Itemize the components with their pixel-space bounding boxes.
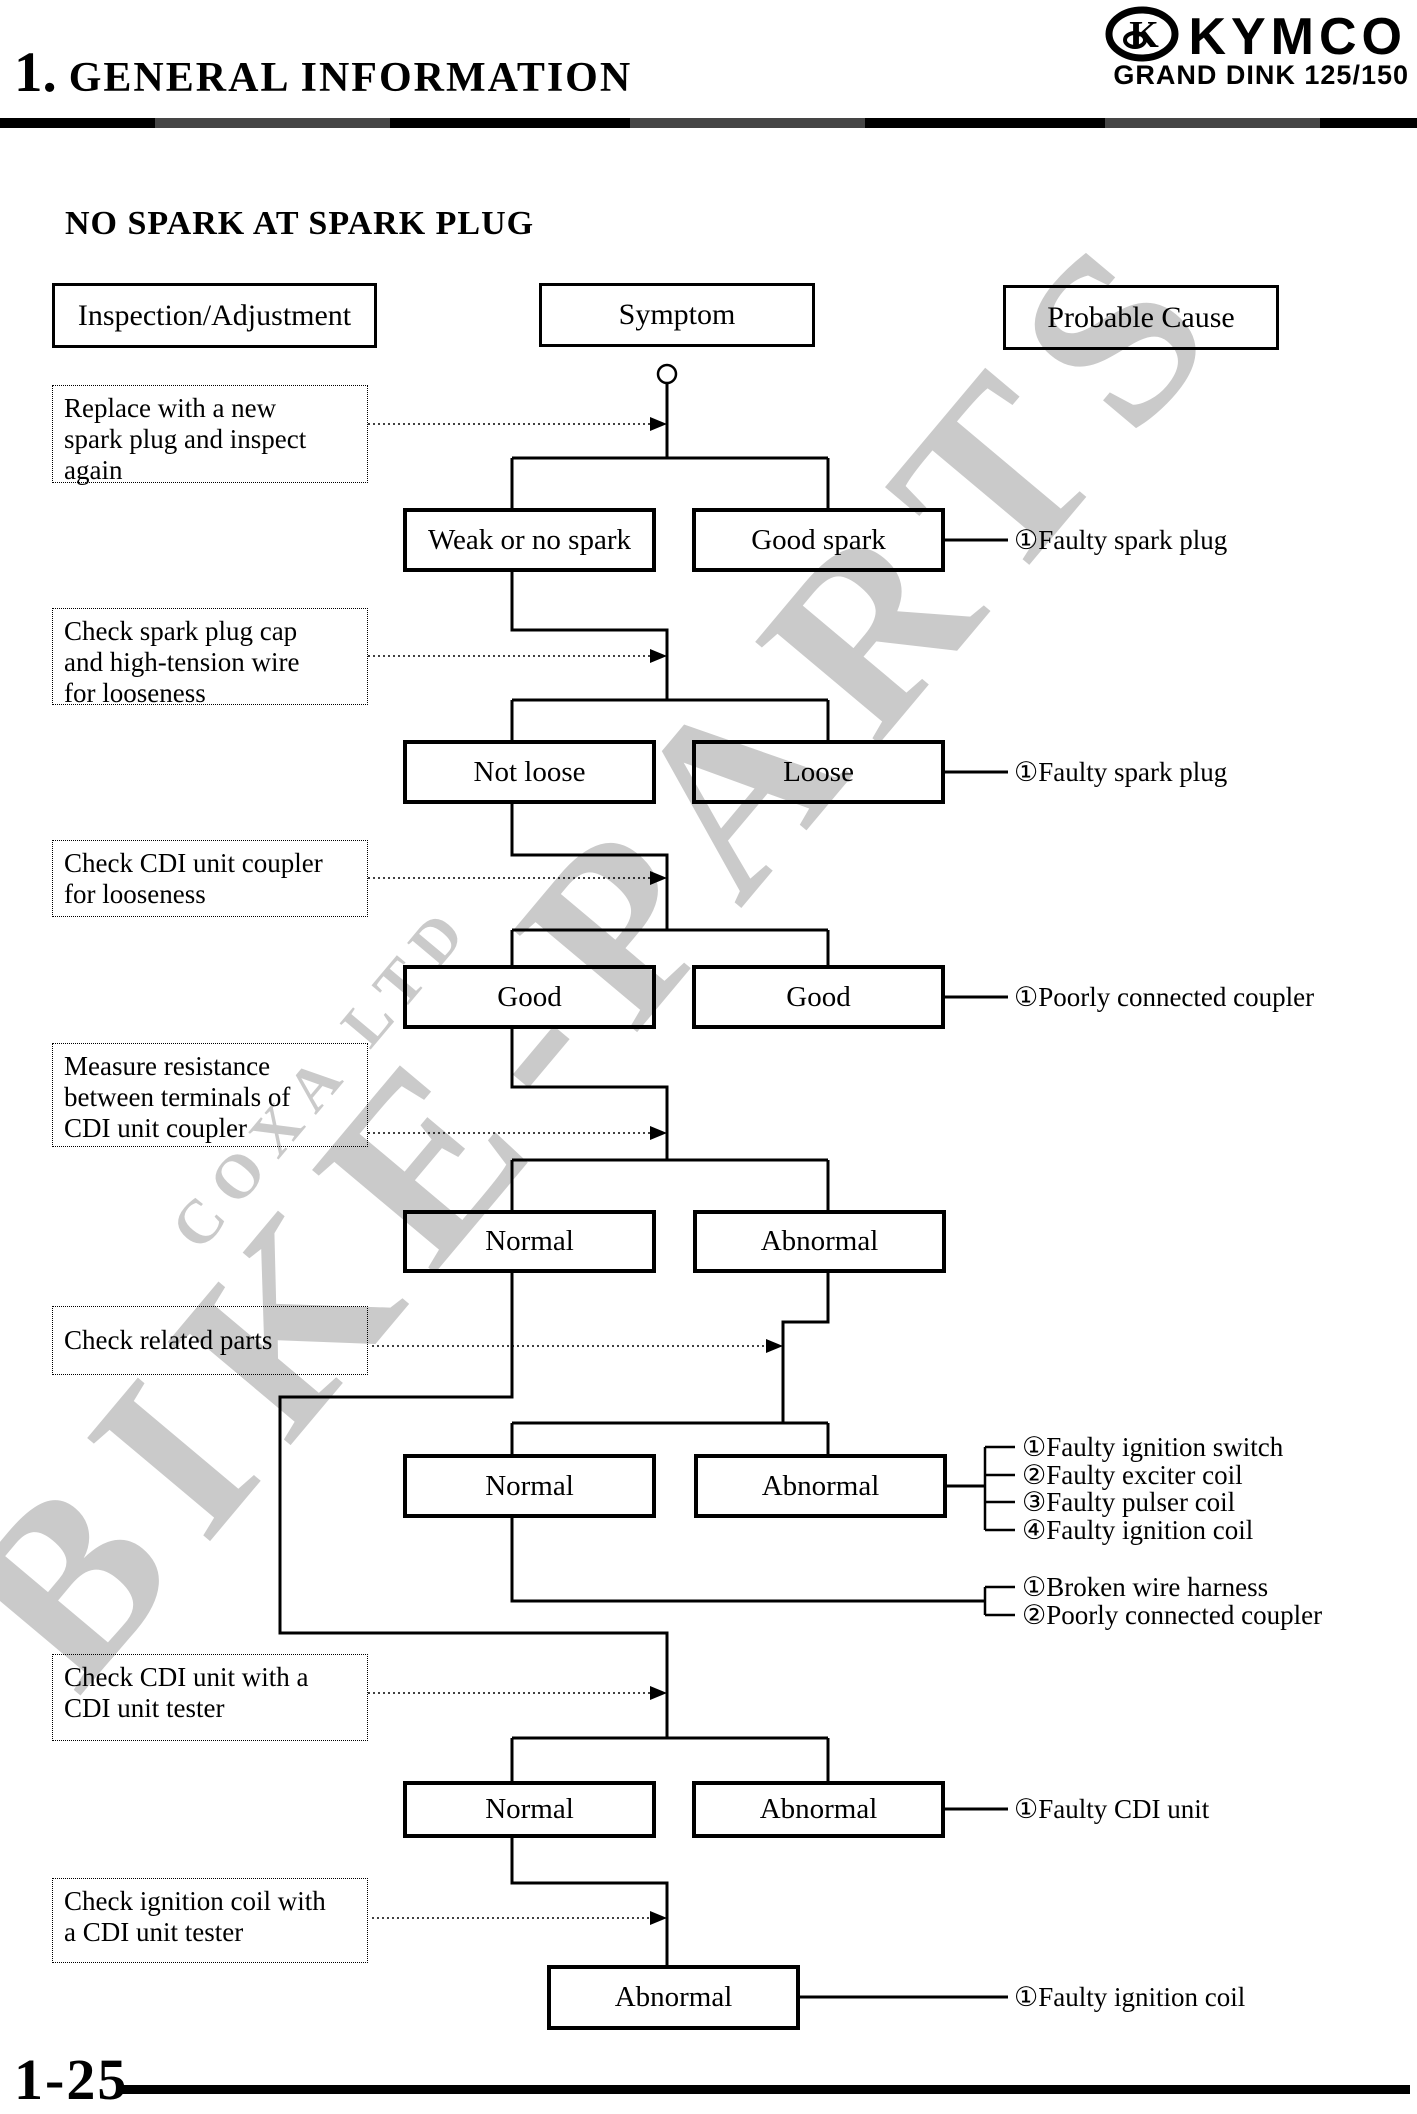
brand-name: KYMCO (1188, 7, 1407, 66)
section-number: 1. (14, 41, 57, 104)
symptom-box-normal-resistance: Normal (403, 1210, 656, 1273)
cause-brackets (983, 1445, 1015, 1617)
dashed-arrows (368, 423, 766, 1919)
column-header-probable-cause: Probable Cause (1003, 285, 1279, 350)
brand-logo: K KYMCO (1104, 6, 1407, 67)
symptom-box-normal-related: Normal (403, 1454, 656, 1518)
symptom-box-loose: Loose (692, 740, 945, 804)
header-divider (0, 118, 1417, 128)
footer-rule (116, 2085, 1410, 2094)
symptom-box-abnormal-ignition-coil: Abnormal (547, 1965, 800, 2030)
symptom-box-not-loose: Not loose (403, 740, 656, 804)
section-name: GENERAL INFORMATION (68, 55, 633, 101)
inspection-box-check-cdi: Check CDI unit with a CDI unit tester (52, 1654, 368, 1741)
cause-faulty-ignition-coil: ①Faulty ignition coil (1014, 1982, 1246, 2012)
cause-faulty-ignition-switch: ①Faulty ignition switch (1022, 1432, 1284, 1462)
model-name: GRAND DINK 125/150 (1113, 60, 1409, 90)
symptom-box-weak-or-no-spark: Weak or no spark (403, 508, 656, 572)
cause-faulty-spark-plug-1: ①Faulty spark plug (1014, 525, 1228, 555)
flow-tree-lines (278, 383, 1008, 1999)
column-header-inspection: Inspection/Adjustment (52, 283, 377, 348)
column-header-symptom: Symptom (539, 283, 815, 347)
inspection-box-check-related: Check related parts (52, 1306, 368, 1375)
cause-faulty-pulser-coil: ③Faulty pulser coil (1022, 1487, 1236, 1517)
symptom-box-good-left: Good (403, 965, 656, 1029)
arrowhead-icons (650, 417, 783, 1925)
kymco-logo-icon: K (1104, 6, 1180, 67)
cause-faulty-cdi-unit: ①Faulty CDI unit (1014, 1794, 1210, 1824)
inspection-box-check-cap: Check spark plug cap and high-tension wi… (52, 608, 368, 708)
section-title: 1.GENERAL INFORMATION (14, 40, 632, 105)
cause-broken-wire-harness: ①Broken wire harness (1022, 1572, 1269, 1602)
page-heading: NO SPARK AT SPARK PLUG (65, 205, 535, 242)
symptom-box-abnormal-cdi: Abnormal (692, 1781, 945, 1838)
symptom-box-abnormal-resistance: Abnormal (693, 1210, 946, 1273)
flow-start-circle (656, 363, 678, 385)
inspection-box-check-ignition-coil: Check ignition coil with a CDI unit test… (52, 1878, 368, 1963)
page-number: 1-25 (14, 2047, 129, 2112)
symptom-box-normal-cdi: Normal (403, 1781, 656, 1838)
cause-faulty-ignition-coil-related: ④Faulty ignition coil (1022, 1515, 1254, 1545)
cause-poorly-connected-coupler-2: ②Poorly connected coupler (1022, 1600, 1323, 1630)
inspection-box-replace-plug: Replace with a new spark plug and inspec… (52, 385, 368, 485)
symptom-box-good-right: Good (692, 965, 945, 1029)
symptom-box-good-spark: Good spark (692, 508, 945, 572)
inspection-box-check-coupler: Check CDI unit coupler for looseness (52, 840, 368, 917)
cause-faulty-exciter-coil: ②Faulty exciter coil (1022, 1460, 1243, 1490)
cause-poorly-connected-coupler: ①Poorly connected coupler (1014, 982, 1315, 1012)
inspection-box-measure-resistance: Measure resistance between terminals of … (52, 1043, 368, 1147)
cause-faulty-spark-plug-2: ①Faulty spark plug (1014, 757, 1228, 787)
